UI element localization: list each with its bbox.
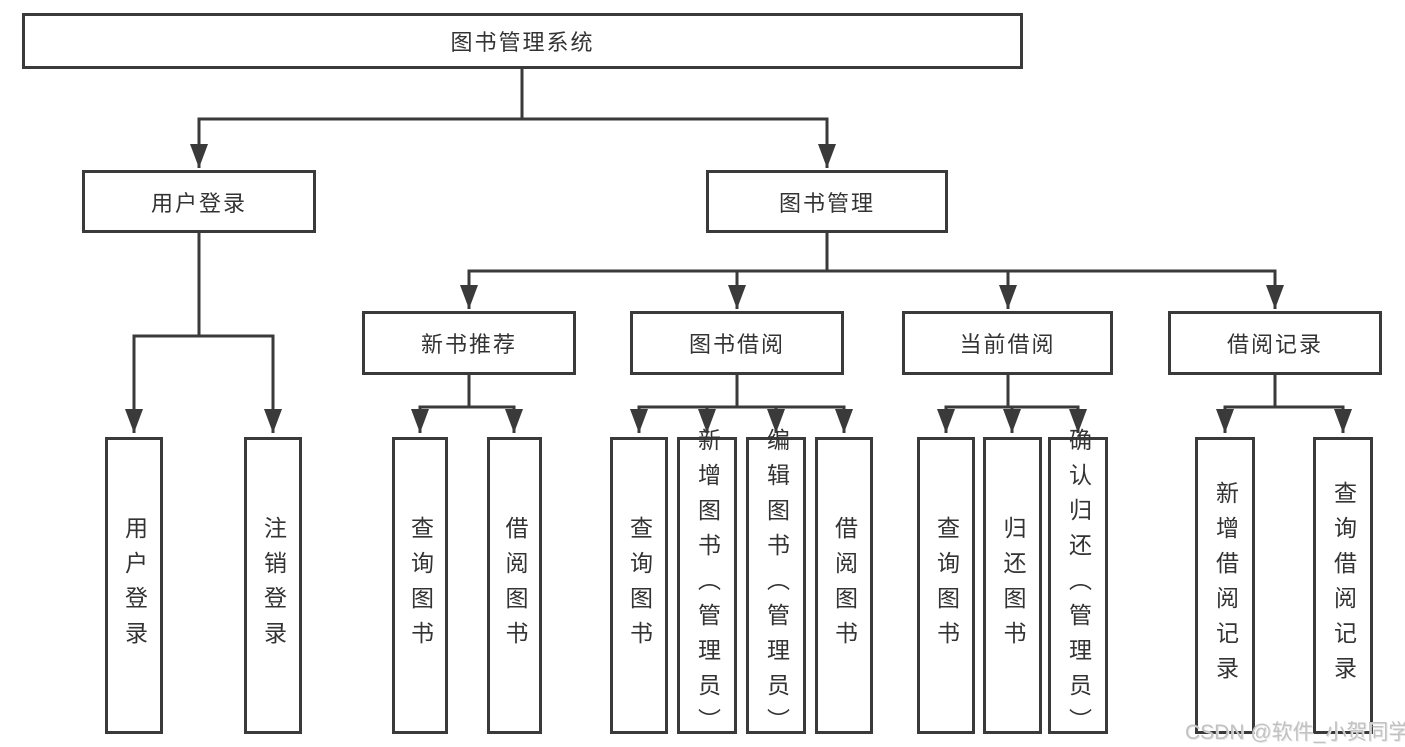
leaf-query-borrow-record: 查询借阅记录 [1313,437,1373,734]
node-label: 图书管理 [778,190,875,216]
leaf-borrow-books: 借阅图书 [815,437,873,734]
leaf-label: 新增借阅记录 [1212,480,1239,691]
leaf-borrow-books-recommend: 借阅图书 [487,437,542,734]
leaf-label: 借阅图书 [831,515,858,656]
node-book-management: 图书管理 [706,170,948,233]
leaf-query-books-borrow: 查询图书 [610,437,668,734]
leaf-label: 查询图书 [626,515,653,656]
leaf-add-borrow-record: 新增借阅记录 [1195,437,1255,734]
node-user-login: 用户登录 [82,170,316,233]
node-label: 用户登录 [150,190,247,216]
leaf-label: 编辑图书（管理员） [763,428,790,743]
leaf-logout: 注销登录 [244,437,302,734]
node-new-book-recommendation: 新书推荐 [362,311,576,375]
leaf-label: 新增图书（管理员） [694,428,721,743]
leaf-label: 查询图书 [407,515,434,656]
leaf-label: 确认归还（管理员） [1065,428,1092,743]
watermark-text: CSDN @软件_小贺同学 [1185,721,1405,744]
node-label: 借阅记录 [1226,332,1323,357]
leaf-query-books-current: 查询图书 [917,437,975,734]
leaf-label: 借阅图书 [502,515,528,656]
node-label: 新书推荐 [420,332,517,357]
node-library-management-system: 图书管理系统 [22,13,1023,69]
leaf-user-login: 用户登录 [105,437,163,734]
node-current-borrowing: 当前借阅 [902,311,1113,375]
leaf-edit-books-admin: 编辑图书（管理员） [746,428,806,743]
leaf-label: 归还图书 [1000,515,1026,656]
node-book-borrowing: 图书借阅 [630,311,844,375]
leaf-label: 用户登录 [121,515,148,656]
node-label: 当前借阅 [959,332,1056,357]
node-borrowing-records: 借阅记录 [1168,311,1382,375]
leaf-query-books-recommend: 查询图书 [392,437,448,734]
leaf-return-books: 归还图书 [983,437,1042,734]
node-label: 图书管理系统 [450,30,595,55]
node-label: 图书借阅 [688,332,785,357]
leaf-add-books-admin: 新增图书（管理员） [677,428,737,743]
leaf-label: 查询图书 [933,515,960,656]
leaf-confirm-return-admin: 确认归还（管理员） [1048,428,1108,743]
leaf-label: 注销登录 [260,515,287,656]
leaf-label: 查询借阅记录 [1330,480,1357,691]
